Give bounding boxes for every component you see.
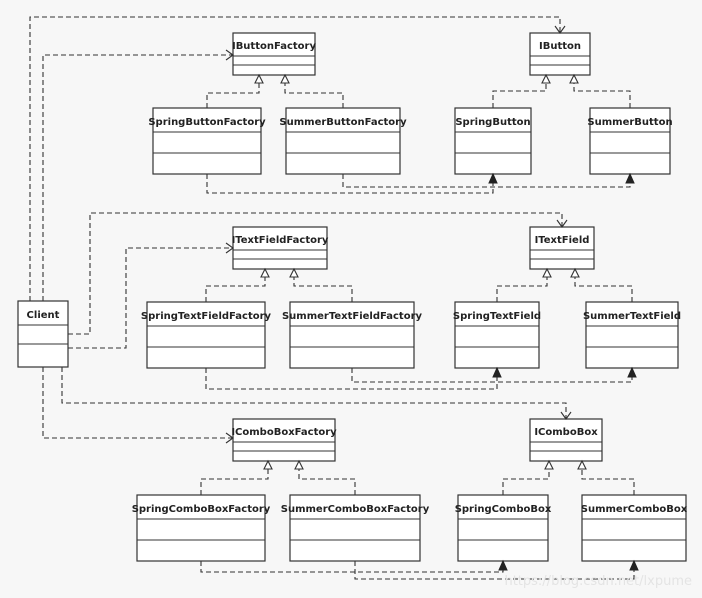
class-client[interactable]: Client xyxy=(17,300,69,368)
class-name-itextfieldfactory: ITextFieldFactory xyxy=(232,235,329,246)
realization-summerbutton-ibutton xyxy=(569,73,631,108)
class-name-summercomboboxfactory: SummerComboBoxFactory xyxy=(281,504,430,515)
class-name-springbutton: SpringButton xyxy=(455,117,530,128)
class-name-summerbutton: SummerButton xyxy=(587,117,672,128)
class-summercomboboxfactory[interactable]: SummerComboBoxFactory xyxy=(281,494,430,562)
class-springcomboboxfactory[interactable]: SpringComboBoxFactory xyxy=(132,494,271,562)
class-itextfieldfactory[interactable]: ITextFieldFactory xyxy=(232,226,329,270)
class-summerbutton[interactable]: SummerButton xyxy=(587,107,673,175)
realization-summercombobox-icombobox xyxy=(577,459,635,495)
class-name-springbuttonfactory: SpringButtonFactory xyxy=(148,117,266,128)
class-summerbuttonfactory[interactable]: SummerButtonFactory xyxy=(279,107,407,175)
class-summertextfieldfactory[interactable]: SummerTextFieldFactory xyxy=(282,301,423,369)
dependency-springtextfieldfactory-springtextfield xyxy=(205,366,502,390)
class-summercombobox[interactable]: SummerComboBox xyxy=(581,494,688,562)
class-name-summerbuttonfactory: SummerButtonFactory xyxy=(279,117,407,128)
class-summertextfield[interactable]: SummerTextField xyxy=(583,301,681,369)
class-name-ibutton: IButton xyxy=(539,41,581,52)
class-icomboboxfactory[interactable]: IComboBoxFactory xyxy=(231,418,337,462)
dependency-client-ibutton xyxy=(29,16,566,301)
realization-springtextfield-itextfield xyxy=(496,267,552,302)
dependency-client-icomboboxfactory xyxy=(42,367,234,444)
class-springcombobox[interactable]: SpringComboBox xyxy=(455,494,552,562)
realization-springtextfieldfactory-itextfieldfactory xyxy=(205,267,270,302)
watermark-text: https://blog.csdn.net/lxpume xyxy=(504,574,692,589)
dependency-summercomboboxfactory-summercombobox xyxy=(354,559,639,580)
class-springbuttonfactory[interactable]: SpringButtonFactory xyxy=(148,107,266,175)
dependency-springbuttonfactory-springbutton xyxy=(206,172,498,194)
class-name-summercombobox: SummerComboBox xyxy=(581,504,688,515)
class-name-springcombobox: SpringComboBox xyxy=(455,504,552,515)
dependency-client-icombobox xyxy=(61,367,572,420)
class-springtextfield[interactable]: SpringTextField xyxy=(453,301,541,369)
class-itextfield[interactable]: ITextField xyxy=(529,226,595,270)
class-name-ibuttonfactory: IButtonFactory xyxy=(232,41,317,52)
dependency-client-itextfieldfactory xyxy=(68,242,234,349)
class-icombobox[interactable]: IComboBox xyxy=(529,418,603,462)
realization-springbuttonfactory-ibuttonfactory xyxy=(206,73,264,108)
class-name-icombobox: IComboBox xyxy=(534,427,598,438)
class-name-springcomboboxfactory: SpringComboBoxFactory xyxy=(132,504,271,515)
class-ibuttonfactory[interactable]: IButtonFactory xyxy=(232,32,317,76)
realization-springcombobox-icombobox xyxy=(502,459,554,495)
class-name-summertextfield: SummerTextField xyxy=(583,311,681,322)
realization-springcomboboxfactory-icomboboxfactory xyxy=(200,459,273,495)
realization-summercomboboxfactory-icomboboxfactory xyxy=(294,459,356,495)
class-name-springtextfieldfactory: SpringTextFieldFactory xyxy=(141,311,272,322)
realization-springbutton-ibutton xyxy=(492,73,551,108)
class-name-springtextfield: SpringTextField xyxy=(453,311,541,322)
class-springtextfieldfactory[interactable]: SpringTextFieldFactory xyxy=(141,301,272,369)
dependency-summerbuttonfactory-summerbutton xyxy=(342,172,635,188)
dependency-client-itextfield xyxy=(68,212,568,335)
class-ibutton[interactable]: IButton xyxy=(529,32,591,76)
class-name-itextfield: ITextField xyxy=(535,235,590,246)
class-springbutton[interactable]: SpringButton xyxy=(454,107,532,175)
class-name-client: Client xyxy=(27,310,60,321)
dependency-springcomboboxfactory-springcombobox xyxy=(200,559,508,573)
realization-summerbuttonfactory-ibuttonfactory xyxy=(280,73,344,108)
realization-summertextfieldfactory-itextfieldfactory xyxy=(289,267,353,302)
realization-summertextfield-itextfield xyxy=(570,267,633,302)
dependency-client-ibuttonfactory xyxy=(42,49,234,301)
class-name-icomboboxfactory: IComboBoxFactory xyxy=(231,427,337,438)
dependency-summertextfieldfactory-summertextfield xyxy=(351,366,637,383)
class-name-summertextfieldfactory: SummerTextFieldFactory xyxy=(282,311,423,322)
